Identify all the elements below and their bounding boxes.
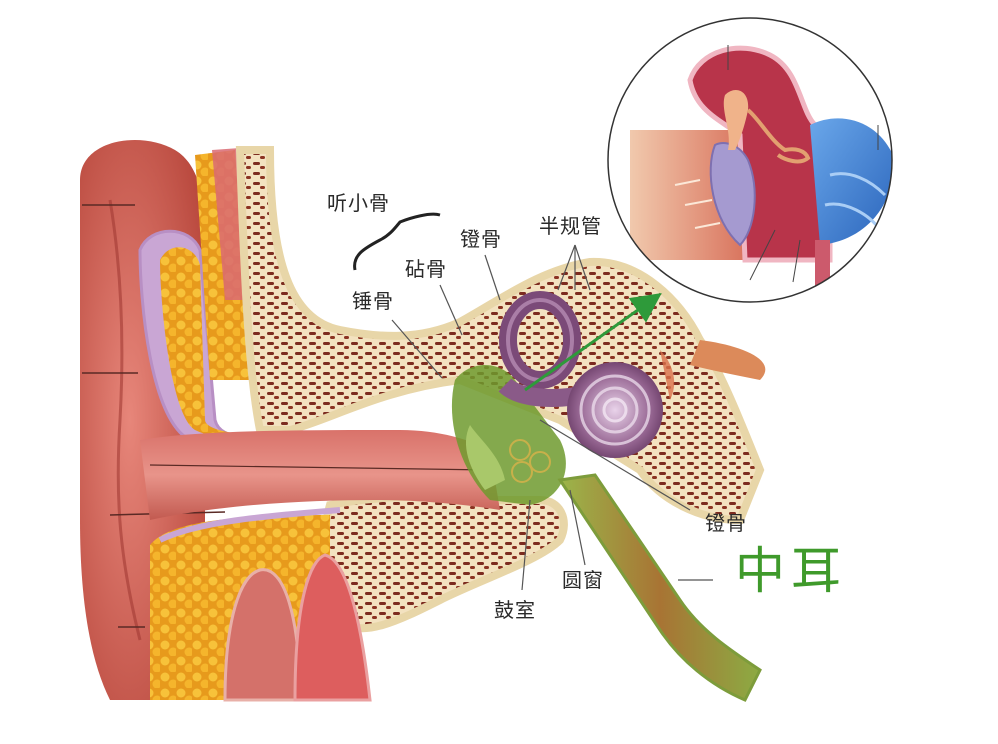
diagram-title-middle-ear: 中耳 <box>735 542 847 600</box>
pointer-lines <box>391 244 713 591</box>
label-ossicles: 听小骨 <box>327 191 390 215</box>
label-incus: 砧骨 <box>405 257 447 281</box>
middle-ear-cavity <box>451 365 566 505</box>
eustachian-tube <box>557 473 762 702</box>
label-stapes-bottom: 镫骨 <box>705 511 747 535</box>
ear-canal <box>140 430 500 520</box>
inner-ear <box>498 291 766 458</box>
label-stapes-top: 镫骨 <box>460 227 502 251</box>
label-round-window: 圆窗 <box>562 568 604 592</box>
ossicles-bracket <box>353 212 441 271</box>
label-tympanic-cavity: 鼓室 <box>494 598 536 622</box>
zoom-arrow <box>524 293 662 392</box>
lower-tissue <box>150 507 372 702</box>
inset-magnified-view <box>607 17 893 303</box>
label-semicircular-canals: 半规管 <box>539 214 602 238</box>
label-malleus: 锤骨 <box>352 289 394 313</box>
